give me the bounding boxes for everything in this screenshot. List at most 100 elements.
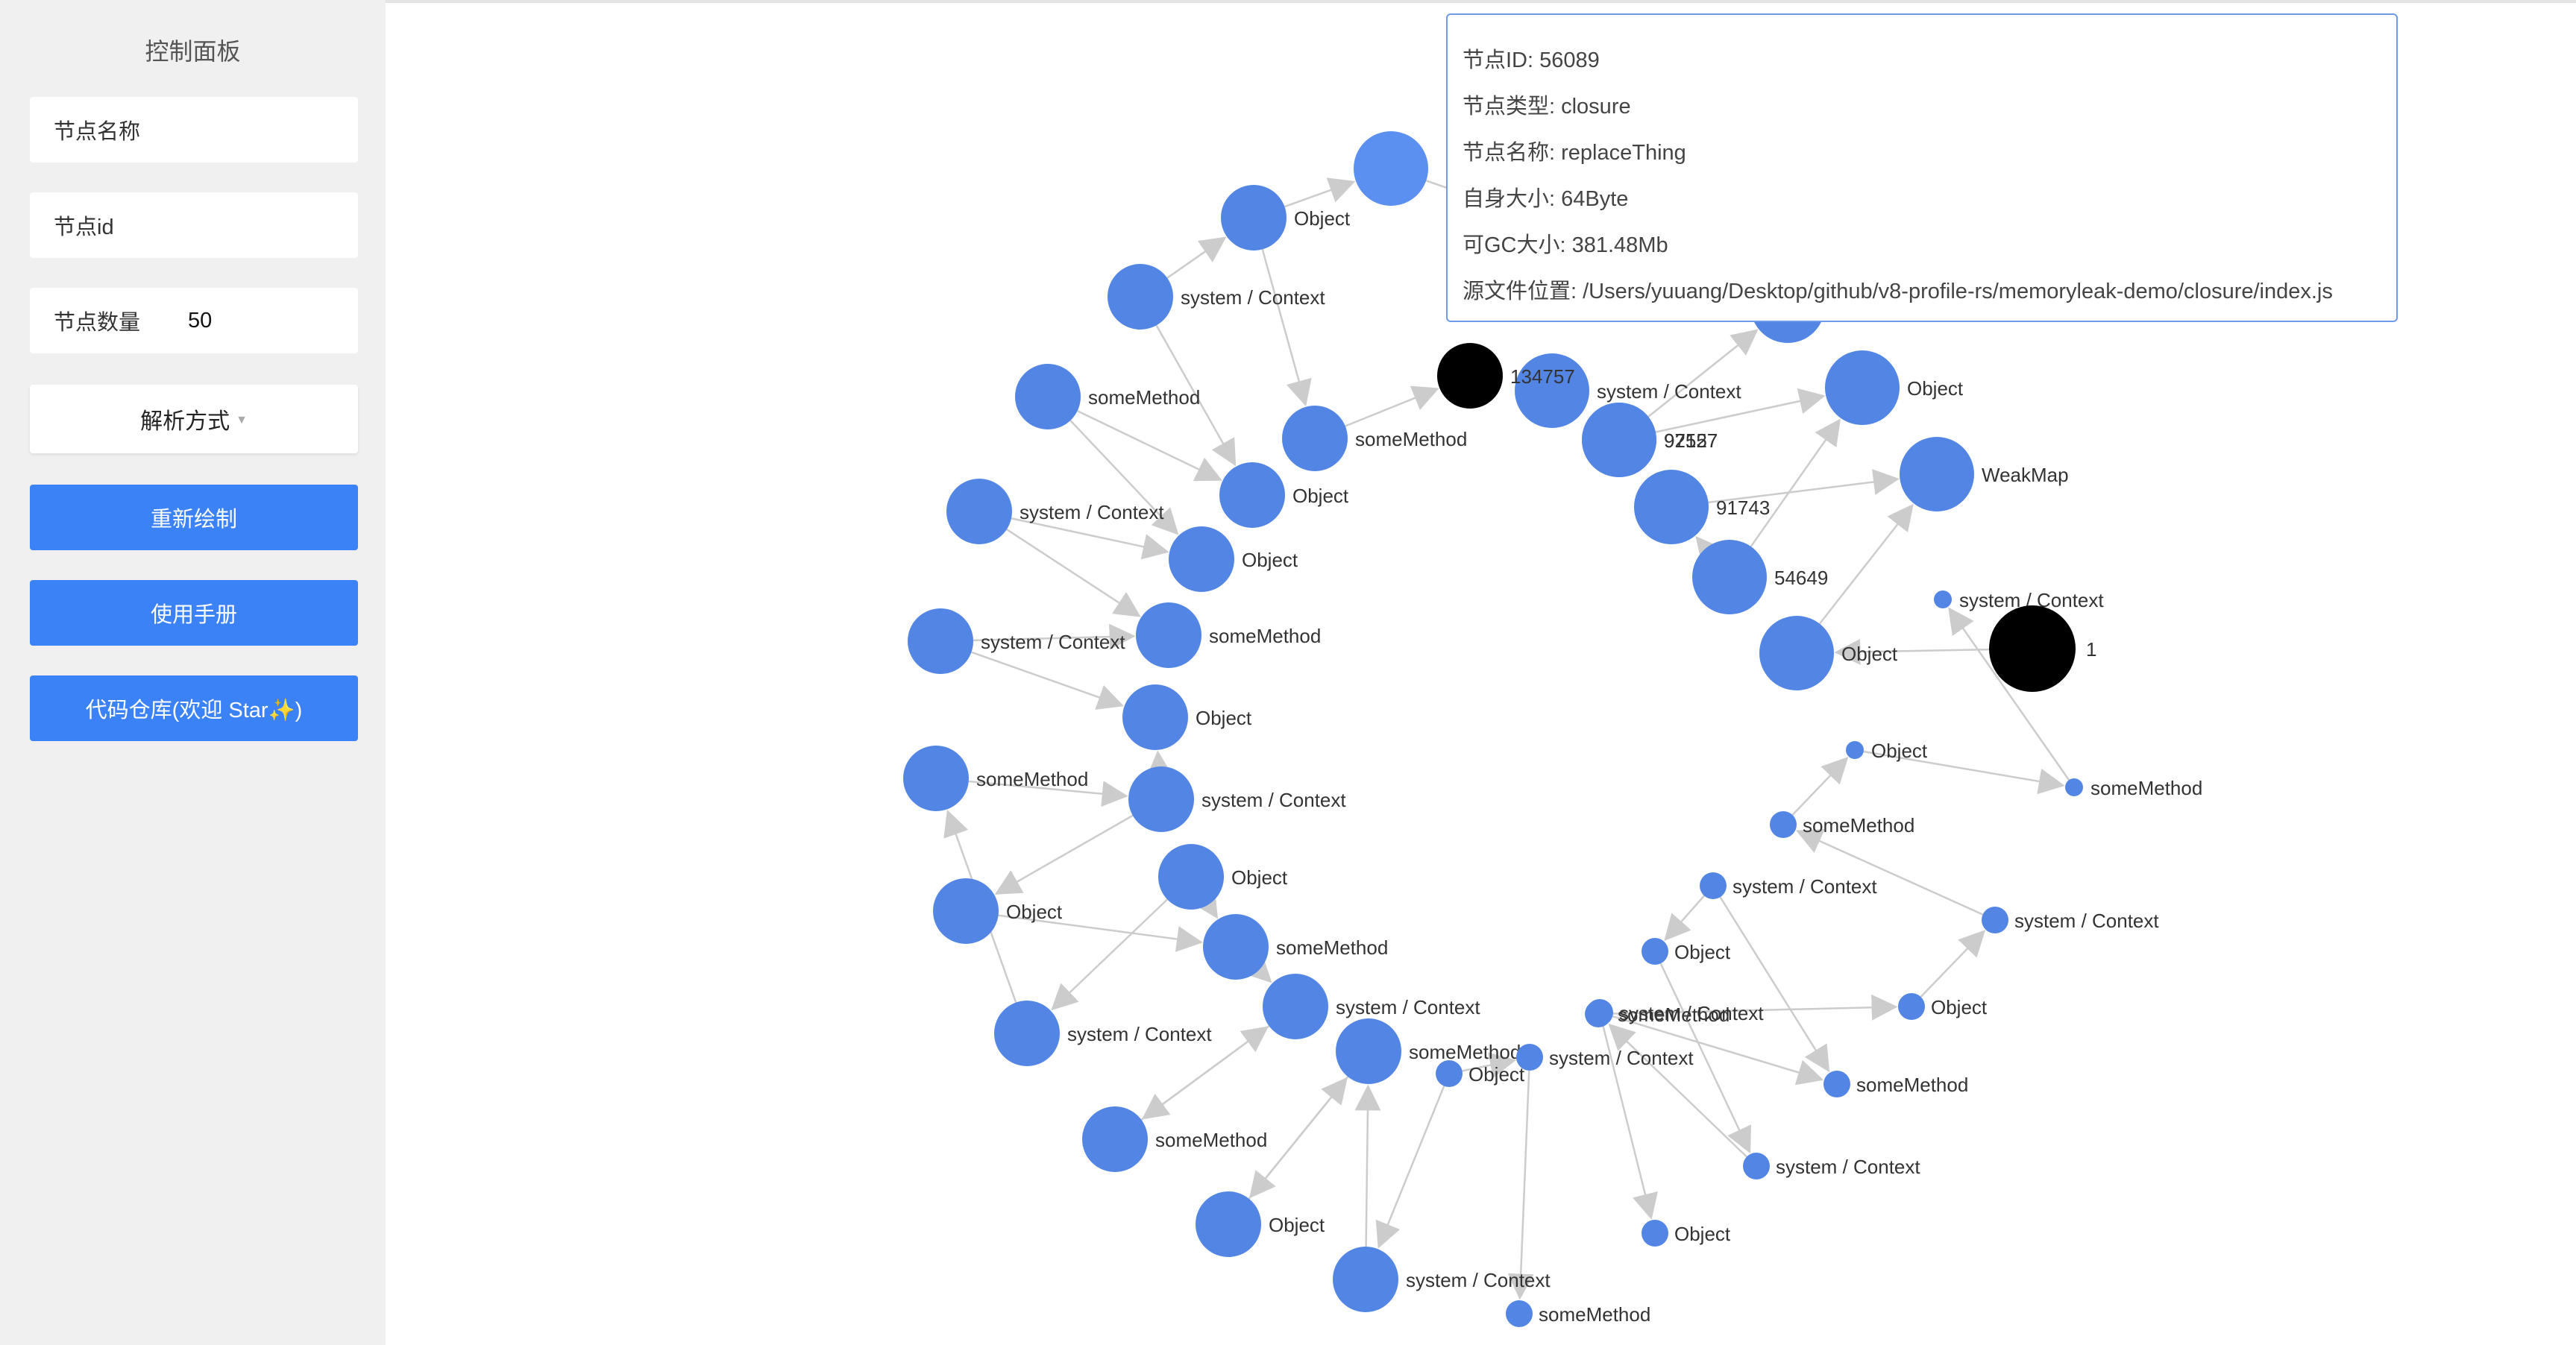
graph-node[interactable] xyxy=(1585,1001,1612,1027)
chevron-down-icon: ▼ xyxy=(236,414,248,426)
graph-edge xyxy=(1193,889,1219,919)
graph-node[interactable] xyxy=(908,608,973,674)
graph-node[interactable] xyxy=(1642,1220,1668,1247)
tooltip-row: 源文件位置: /Users/yuuang/Desktop/github/v8-p… xyxy=(1463,280,2333,303)
graph-node[interactable] xyxy=(1263,974,1328,1039)
graph-node[interactable] xyxy=(1692,540,1767,614)
control-panel: 控制面板 节点名称 节点id 节点数量 50 解析方式 ▼ 重新绘制 使用手册 … xyxy=(0,0,386,1345)
manual-button[interactable]: 使用手册 xyxy=(30,580,358,646)
graph-node[interactable] xyxy=(1122,684,1188,750)
graph-node-label: Object xyxy=(1468,1063,1525,1086)
graph-node[interactable] xyxy=(1825,350,1900,425)
graph-node[interactable] xyxy=(1823,1071,1850,1097)
graph-node[interactable] xyxy=(1582,403,1656,477)
graph-node[interactable] xyxy=(2065,778,2083,796)
graph-node-label: system / Context xyxy=(1776,1156,1920,1178)
graph-node[interactable] xyxy=(1282,406,1348,471)
graph-node[interactable] xyxy=(994,1001,1060,1066)
node-id-input[interactable]: 节点id xyxy=(30,192,358,258)
graph-node[interactable] xyxy=(1770,811,1797,838)
graph-node[interactable] xyxy=(933,878,999,944)
tooltip-row: 节点名称: replaceThing xyxy=(1463,141,1686,165)
parse-mode-label: 解析方式 xyxy=(140,409,230,434)
node-count-input[interactable]: 50 xyxy=(188,308,213,333)
graph-node-label: system / Context xyxy=(1181,286,1325,309)
graph-node[interactable] xyxy=(1634,470,1709,544)
graph-node-label: Object xyxy=(1292,485,1349,507)
graph-node[interactable] xyxy=(1437,343,1503,409)
graph-edge xyxy=(971,651,1125,710)
graph-edge xyxy=(1166,236,1227,279)
graph-edge xyxy=(1708,469,1900,504)
tooltip-row: 节点类型: closure xyxy=(1463,95,1631,119)
graph-node[interactable] xyxy=(1128,766,1194,832)
graph-node[interactable] xyxy=(1506,1300,1533,1327)
graph-edge xyxy=(1155,324,1237,467)
graph-node[interactable] xyxy=(1169,526,1234,592)
graph-node-label: 91743 xyxy=(1716,497,1770,519)
graph-node[interactable] xyxy=(1436,1060,1463,1087)
graph-node-label: 97557 xyxy=(1664,429,1718,452)
graph-node-label: someMethod xyxy=(1088,386,1200,409)
graph-edge xyxy=(1140,1026,1269,1121)
graph-node[interactable] xyxy=(1934,590,1952,608)
graph-node[interactable] xyxy=(1759,616,1834,690)
graph-node-label: system / Context xyxy=(981,631,1125,653)
graph-node-label: WeakMap xyxy=(1982,464,2069,486)
graph-node[interactable] xyxy=(1846,741,1864,759)
graph-edge xyxy=(1920,930,1986,998)
graph-node-label: Object xyxy=(1231,866,1288,889)
graph-node-label: someMethod xyxy=(1618,1004,1730,1026)
node-name-input[interactable]: 节点名称 xyxy=(30,97,358,163)
graph-node[interactable] xyxy=(1515,353,1589,428)
graph-node[interactable] xyxy=(1219,462,1285,528)
graph-node[interactable] xyxy=(1136,602,1201,668)
tooltip-row: 自身大小: 64Byte xyxy=(1463,187,1629,211)
graph-edge xyxy=(973,623,1136,650)
graph-node[interactable] xyxy=(1158,844,1224,910)
graph-node[interactable] xyxy=(1700,872,1727,899)
graph-edge xyxy=(1659,963,1751,1154)
graph-node[interactable] xyxy=(1354,131,1428,206)
graph-node[interactable] xyxy=(1082,1106,1148,1172)
redraw-button[interactable]: 重新绘制 xyxy=(30,485,358,550)
graph-node-label: Object xyxy=(1931,996,1988,1018)
graph-edge xyxy=(1354,1084,1381,1247)
graph-node[interactable] xyxy=(946,479,1012,544)
graph-edge xyxy=(1146,750,1173,778)
graph-node[interactable] xyxy=(1516,1044,1543,1071)
graph-node[interactable] xyxy=(1900,437,1974,511)
graph-node[interactable] xyxy=(1642,938,1668,965)
graph-node[interactable] xyxy=(1221,185,1287,251)
graph-node[interactable] xyxy=(1108,264,1173,330)
graph-edge xyxy=(1006,529,1141,617)
graph-node-label: Object xyxy=(1841,643,1898,665)
graph-node-label: Object xyxy=(1674,1223,1731,1245)
graph-node[interactable] xyxy=(1015,364,1081,429)
graph-node[interactable] xyxy=(1898,993,1925,1020)
repo-button[interactable]: 代码仓库(欢迎 Star✨) xyxy=(30,675,358,741)
graph-node[interactable] xyxy=(1336,1018,1401,1084)
graph-edge xyxy=(1948,607,2070,781)
graph-node-label: system / Context xyxy=(1067,1023,1212,1045)
graph-node[interactable] xyxy=(1743,1153,1770,1179)
graph-node-label: someMethod xyxy=(1539,1303,1650,1326)
graph-node-label: someMethod xyxy=(2090,777,2202,799)
graph-node[interactable] xyxy=(903,746,969,811)
graph-node-label: system / Context xyxy=(1619,1002,1764,1024)
graph-node[interactable] xyxy=(1989,605,2076,692)
graph-node-label: system / Context xyxy=(1336,996,1480,1018)
graph-node[interactable] xyxy=(1203,914,1269,980)
graph-node[interactable] xyxy=(1333,1247,1398,1312)
graph-edge xyxy=(1655,388,1826,433)
graph-node-label: Object xyxy=(1242,549,1298,571)
graph-node-label: 1 xyxy=(2086,638,2096,661)
parse-mode-select[interactable]: 解析方式 ▼ xyxy=(30,385,358,453)
graph-node-label: Object xyxy=(1269,1214,1325,1236)
graph-edge xyxy=(1795,829,1984,916)
graph-node[interactable] xyxy=(1982,907,2008,933)
graph-node[interactable] xyxy=(1196,1191,1261,1257)
graph-node-label: system / Context xyxy=(1597,380,1741,403)
